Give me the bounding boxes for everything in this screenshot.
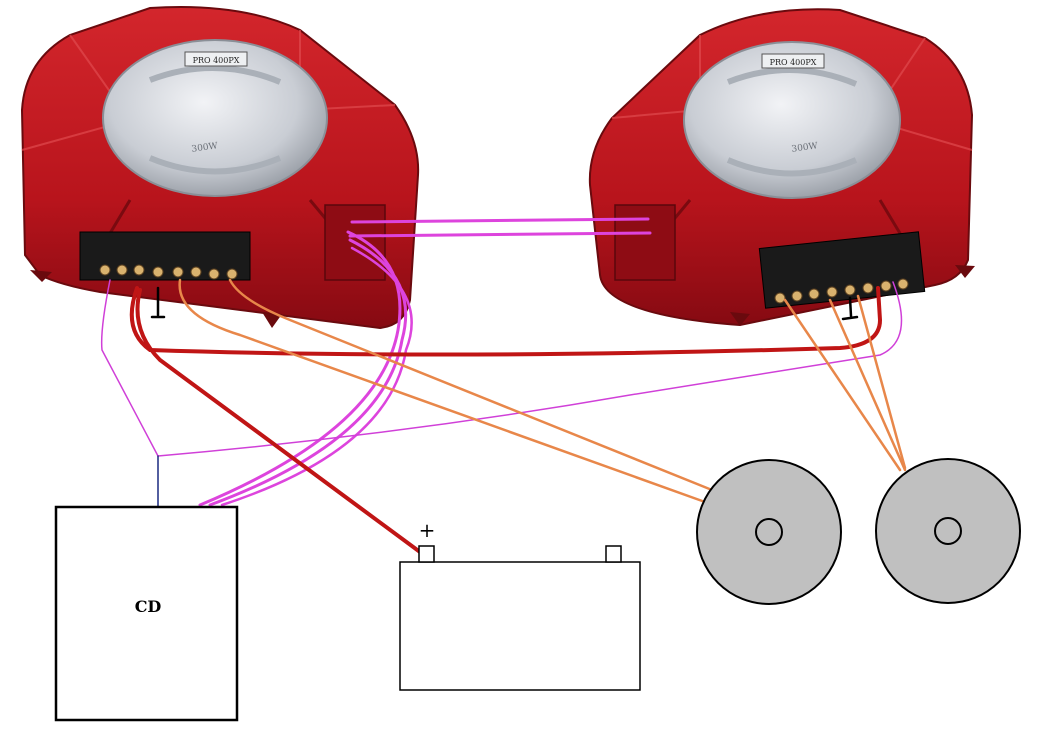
amp-right-terminals [774,278,909,304]
rca-to-cd-1 [198,230,402,507]
speaker-wire-left-1 [178,278,707,504]
battery-positive-terminal [418,545,435,563]
cd-unit-box [54,505,239,722]
ground-wire-left [150,286,166,319]
rca-bridge-lower [348,231,652,238]
remote-wire-right [157,281,903,457]
amp-left-rating: 300W [191,141,219,155]
speaker-right-dust-cap [934,517,962,545]
amp-left-badge: PRO 400PX [193,56,240,65]
speaker-wire-right-2 [828,298,907,472]
amp-left-terminals [99,264,238,280]
rca-to-cd-2 [208,238,408,507]
battery-negative-terminal [605,545,622,563]
ground-wire-right [841,296,859,321]
speaker-wire-left-2 [228,278,714,492]
amplifier-right: PRO 400PX 300W [588,8,975,327]
rca-bridge-upper [350,217,650,224]
speaker-wire-right-3 [856,294,907,470]
speaker-left [696,459,842,605]
power-wire-to-battery [135,288,422,554]
speaker-left-dust-cap [755,518,783,546]
battery-body [399,561,641,691]
cd-unit-label: CD [135,597,162,616]
amp-right-badge-plate [761,53,825,69]
battery: + [399,518,641,691]
speaker-right [875,458,1021,604]
amp-right-rating: 300W [791,141,819,155]
amp-right-badge: PRO 400PX [770,58,817,67]
amplifier-left: PRO 400PX 300W [20,5,420,330]
power-wire-amp-bridge [129,286,883,357]
amp-left-badge-plate [184,51,248,67]
speaker-wire-right-1 [783,298,902,472]
cd-unit: CD [54,505,239,722]
remote-wire-left [100,279,159,457]
battery-positive-label: + [419,518,436,542]
amp-right-rca-bracket [614,204,676,281]
rca-to-cd-3 [220,246,413,507]
